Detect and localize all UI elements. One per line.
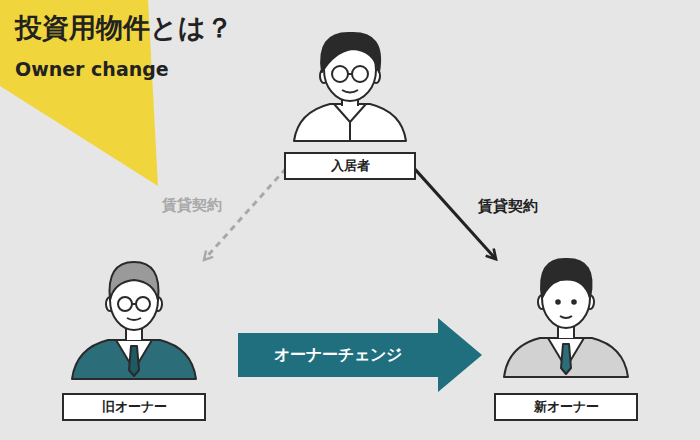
edge-label: 賃貸契約 bbox=[476, 196, 540, 217]
edge-label: 賃貸契約 bbox=[160, 195, 224, 216]
role-label-box: 旧オーナー bbox=[62, 393, 206, 421]
new-owner-figure bbox=[504, 259, 628, 377]
person-node: 入居者 bbox=[290, 14, 410, 180]
page-title: 投資用物件とは？ bbox=[15, 10, 233, 46]
change-arrow: オーナーチェンジ bbox=[238, 318, 482, 392]
arrow-label: オーナーチェンジ bbox=[230, 345, 446, 365]
role-label-box: 新オーナー bbox=[494, 393, 638, 421]
tenant-figure bbox=[294, 33, 406, 141]
old-owner-figure bbox=[72, 262, 196, 379]
subtitle-label: Owner change bbox=[15, 58, 169, 80]
person-node: 旧オーナー bbox=[68, 255, 200, 421]
role-label-box: 入居者 bbox=[284, 152, 416, 180]
person-node: 新オーナー bbox=[500, 253, 632, 421]
